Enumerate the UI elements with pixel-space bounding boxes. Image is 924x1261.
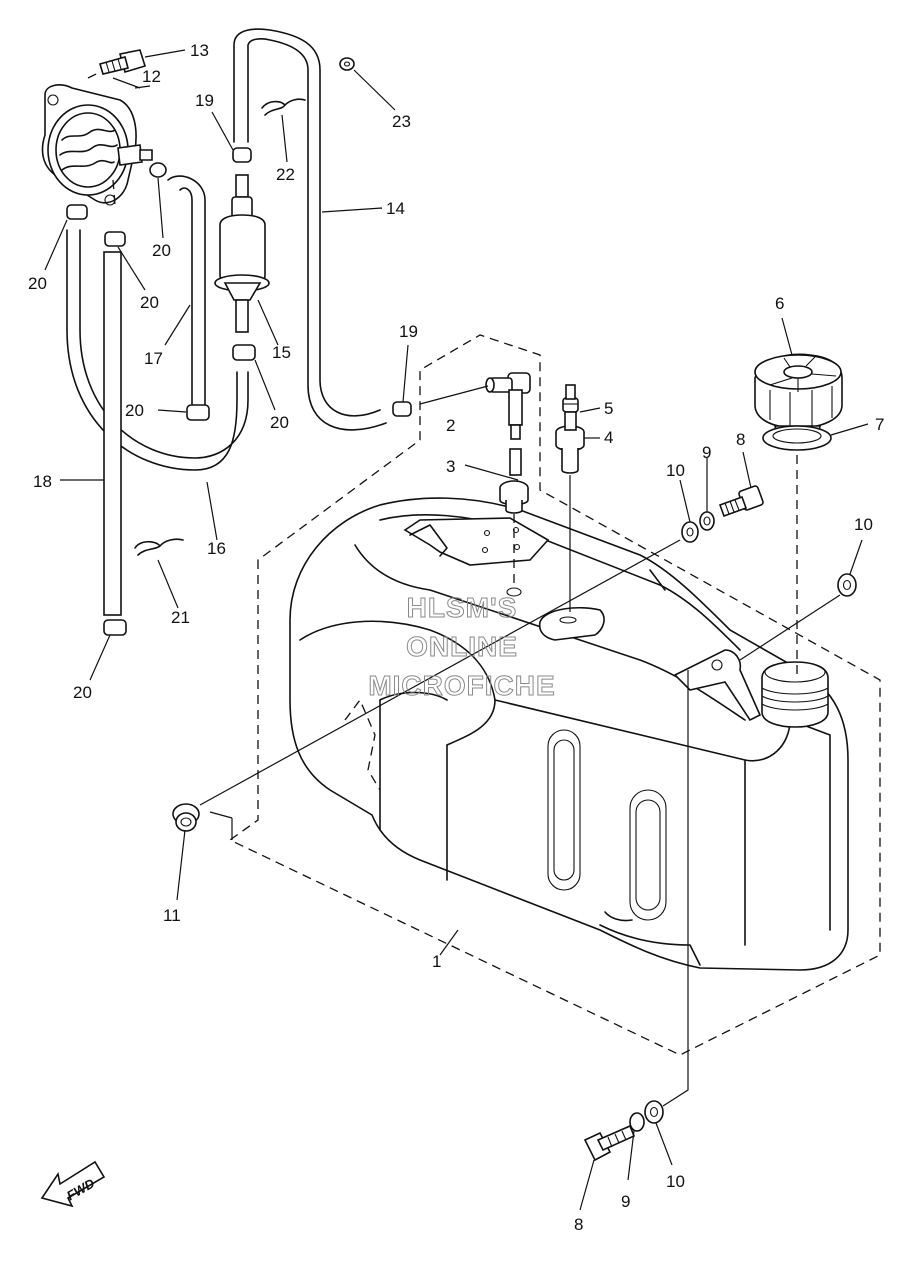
callout-20-e: 20 [270, 413, 289, 432]
bolt-13[interactable] [98, 49, 186, 75]
callout-3: 3 [446, 457, 455, 476]
lock-washer-9-upper[interactable] [699, 511, 715, 531]
callout-8-lower: 8 [574, 1215, 583, 1234]
grommet-3[interactable] [499, 480, 529, 597]
clip-19-upper[interactable] [211, 111, 252, 163]
hose-clip-22[interactable] [261, 98, 306, 163]
callout-22: 22 [276, 165, 295, 184]
callout-6: 6 [775, 294, 784, 313]
watermark-line-1: HLSM'S [407, 592, 518, 623]
fuel-valve-12[interactable] [41, 59, 153, 206]
vent-fitting-5[interactable] [562, 384, 579, 431]
hose-18[interactable] [60, 251, 122, 616]
callout-15: 15 [272, 343, 291, 362]
clip-20-c[interactable] [149, 162, 167, 239]
hose-17[interactable] [164, 175, 206, 411]
callout-14: 14 [386, 199, 405, 218]
callout-1: 1 [432, 952, 441, 971]
callout-9-lower: 9 [621, 1192, 630, 1211]
washer-10-right[interactable] [739, 573, 857, 661]
callout-23: 23 [392, 112, 411, 131]
clip-20-f[interactable] [89, 619, 127, 681]
callout-4: 4 [604, 428, 613, 447]
bolt-8-lower[interactable] [583, 1124, 636, 1162]
callout-13: 13 [190, 41, 209, 60]
callout-21: 21 [171, 608, 190, 627]
hose-16[interactable] [66, 229, 249, 541]
callout-8-upper: 8 [736, 430, 745, 449]
leader-lines [112, 77, 863, 1211]
hose-clip-21[interactable] [134, 538, 184, 609]
clip-19-lower[interactable] [392, 344, 412, 417]
callout-19-lower: 19 [399, 322, 418, 341]
grommet-4[interactable] [555, 425, 585, 612]
callout-12: 12 [142, 67, 161, 86]
watermark: HLSM'S ONLINE MICROFICHE [368, 592, 555, 702]
lock-washer-9-lower[interactable] [629, 1112, 645, 1132]
watermark-line-3: MICROFICHE [368, 670, 555, 701]
callout-20-c: 20 [152, 241, 171, 260]
callout-2: 2 [446, 416, 455, 435]
washer-23[interactable] [339, 57, 396, 111]
callout-labels: 1 2 3 4 5 6 7 8 8 9 9 10 10 10 11 12 13 … [28, 41, 884, 1234]
callout-10-lower: 10 [666, 1172, 685, 1191]
hose-14[interactable] [233, 28, 387, 431]
callout-10-upper: 10 [666, 461, 685, 480]
clip-20-d[interactable] [157, 404, 210, 421]
callout-10-right: 10 [854, 515, 873, 534]
washer-10-upper[interactable] [681, 521, 699, 543]
callout-20-f: 20 [73, 683, 92, 702]
callout-20-d: 20 [125, 401, 144, 420]
callout-17: 17 [144, 349, 163, 368]
fuel-filter-15[interactable] [214, 174, 279, 346]
callout-5: 5 [604, 399, 613, 418]
clip-20-a[interactable] [44, 204, 88, 271]
washer-10-lower[interactable] [644, 670, 689, 1124]
callout-20-b: 20 [140, 293, 159, 312]
callout-16: 16 [207, 539, 226, 558]
fuel-tank[interactable] [289, 497, 849, 971]
bolt-8-upper[interactable] [718, 485, 764, 518]
grommet-11[interactable] [172, 539, 681, 840]
clip-20-b[interactable] [104, 231, 146, 291]
callout-7: 7 [875, 415, 884, 434]
callout-9-upper: 9 [702, 443, 711, 462]
callout-20-a: 20 [28, 274, 47, 293]
assembly-boundary [228, 334, 881, 1056]
pickup-elbow-2[interactable] [419, 372, 531, 476]
callout-19-upper: 19 [195, 91, 214, 110]
gasket-7[interactable] [762, 423, 869, 680]
callout-11: 11 [163, 906, 181, 925]
watermark-line-2: ONLINE [406, 631, 518, 662]
clip-20-e[interactable] [232, 344, 276, 411]
forward-arrow-icon: FWD [40, 1160, 106, 1208]
callout-18: 18 [33, 472, 52, 491]
